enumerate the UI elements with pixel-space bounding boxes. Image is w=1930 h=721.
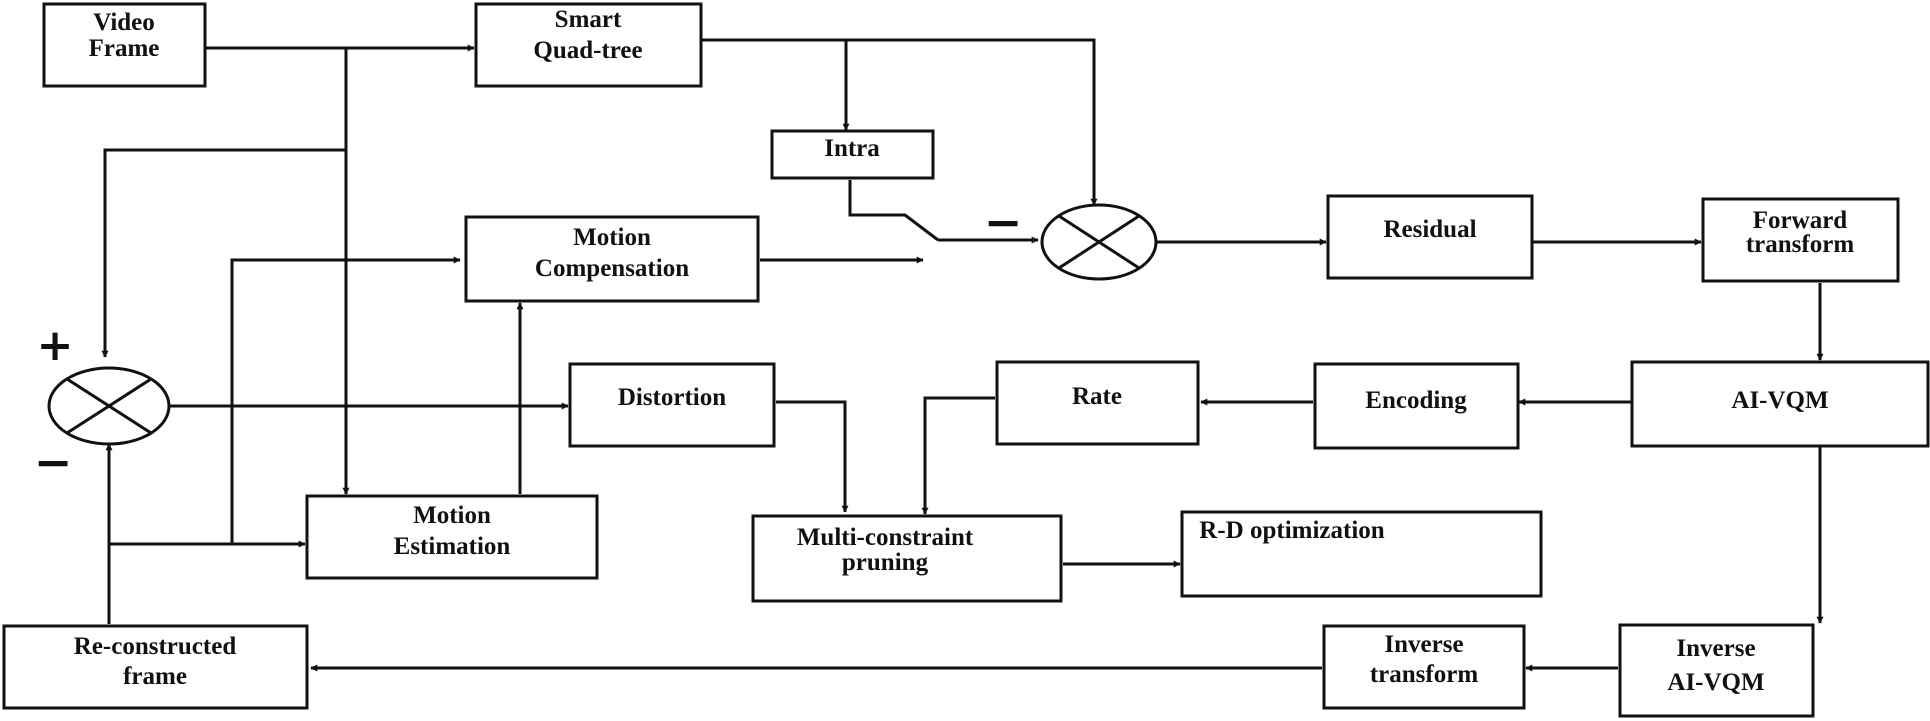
motion-estimation-box: Motion Estimation [305,494,599,580]
inverse-transform-label-line1: Inverse [1384,631,1463,658]
pruning-label-line1: Multi-constraint [797,524,974,551]
edge-distortion-to-pruning [776,400,849,513]
forward-transform-label-line1: Forward [1753,207,1848,234]
reconstructed-frame-label-line2: frame [123,663,187,690]
motion-compensation-box: Motion Compensation [464,215,760,303]
edge-intra-to-switch [848,180,939,242]
connectors [101,38,1824,672]
smart-quadtree-box: Smart Quad-tree [474,2,703,88]
rate-label: Rate [1072,383,1122,410]
top-sum-minus-sign: − [984,195,1023,249]
left-sum-minus-sign: − [34,435,73,489]
residual-box: Residual [1326,194,1534,280]
inverse-ai-vqm-label-line2: AI-VQM [1667,669,1764,696]
inverse-transform-box: Inverse transform [1322,624,1526,710]
motion-estimation-label-line1: Motion [413,502,491,529]
residual-label: Residual [1383,216,1476,243]
left-sum-plus-sign: + [37,320,74,371]
edge-video-to-left-sum [101,148,346,358]
forward-transform-box: Forward transform [1701,197,1900,283]
video-frame-label-line2: Frame [89,35,160,62]
inverse-ai-vqm-box: Inverse AI-VQM [1618,623,1815,718]
encoding-label: Encoding [1365,387,1467,414]
edge-quadtree-to-intra [701,38,850,131]
intra-label: Intra [824,135,880,162]
top-summing-junction [1040,203,1158,281]
encoding-box: Encoding [1313,362,1520,450]
video-frame-box: Video Frame [42,2,207,88]
inverse-transform-label-line2: transform [1370,661,1478,688]
video-frame-label-line1: Video [93,9,155,36]
motion-estimation-label-line2: Estimation [394,533,511,560]
inverse-ai-vqm-label-line1: Inverse [1676,635,1755,662]
smart-quadtree-label-line2: Quad-tree [533,37,642,64]
ai-vqm-box: AI-VQM [1630,360,1930,448]
edge-reference-to-motion-comp [230,256,461,544]
pruning-label-line2: pruning [842,549,929,576]
edge-quadtree-to-top-sum [846,38,1098,206]
edge-rate-to-pruning [921,396,995,515]
motion-compensation-label-line1: Motion [573,224,651,251]
distortion-box: Distortion [568,362,776,448]
intra-box: Intra [770,129,935,180]
rd-optimization-box: R-D optimization [1180,510,1543,598]
reconstructed-frame-label-line1: Re-constructed [74,633,237,660]
distortion-label: Distortion [618,384,726,411]
multi-constraint-pruning-box: Multi-constraint pruning [751,514,1063,603]
ai-vqm-label: AI-VQM [1731,387,1828,414]
rate-box: Rate [995,360,1200,446]
left-summing-junction [47,366,171,446]
motion-compensation-label-line2: Compensation [535,255,689,282]
forward-transform-label-line2: transform [1746,231,1854,258]
rd-optimization-label: R-D optimization [1199,517,1384,544]
smart-quadtree-label-line1: Smart [555,6,622,33]
reconstructed-frame-box: Re-constructed frame [2,624,309,710]
